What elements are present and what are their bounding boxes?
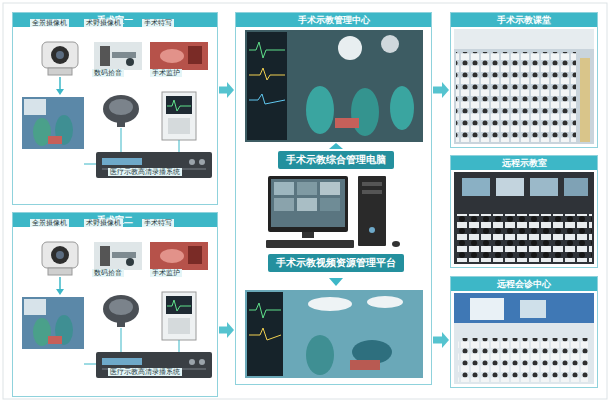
center-screens-part (306, 86, 334, 134)
panel-heading: 远程会诊中心 (451, 277, 597, 291)
device-caption: 数码拾音 (92, 69, 124, 77)
center-screens-part (249, 42, 285, 58)
device-caption: 数码拾音 (92, 269, 124, 277)
classroom-photos (454, 29, 594, 384)
device-caption: 手术特写 (142, 19, 174, 27)
classroom-photos-part (456, 214, 592, 262)
classroom-photos-part (454, 29, 594, 144)
device-caption: 手术特写 (142, 219, 174, 227)
classroom-photos-part (454, 172, 594, 264)
center-screens-part (247, 292, 283, 376)
center-screens-part (249, 328, 281, 340)
center-screens-part (338, 36, 362, 60)
center-screens-part (249, 303, 281, 318)
center-screens-part (329, 143, 343, 149)
center-screens-part (249, 68, 285, 80)
classroom-photos-part (454, 293, 594, 323)
box-label: 手术示教综合管理电脑 (286, 154, 386, 166)
center-screens-part (271, 179, 345, 227)
center-screens-part (350, 360, 380, 370)
center-screens-part (362, 182, 382, 186)
device-caption: 手术监护 (150, 69, 182, 77)
panel-heading: 手术示教管理中心 (236, 13, 431, 27)
classroom-photos-part (462, 178, 490, 196)
center-screens-part (320, 182, 340, 195)
center-screens-part (306, 335, 334, 375)
center-screens-part (268, 176, 348, 232)
classroom-photos-part (470, 298, 504, 320)
room-one-devices (22, 42, 212, 178)
classroom-photos-part (458, 338, 588, 382)
center-screens-part (335, 118, 359, 128)
center-screens-part (247, 32, 287, 140)
center-screens-part (297, 182, 317, 195)
center-screens-part (274, 198, 294, 211)
device-caption: 术野摄像机 (84, 219, 123, 227)
center-screens-part (362, 190, 382, 194)
center-screens (245, 30, 423, 378)
center-screens-part (369, 227, 375, 233)
classroom-photos-part (456, 52, 576, 142)
center-screens-part (266, 240, 354, 248)
device-caption: 术野摄像机 (84, 19, 123, 27)
device-caption: 医疗示教高清录播系统 (108, 368, 182, 376)
panel-heading: 手术示教课堂 (451, 13, 597, 27)
flow-arrow (219, 82, 234, 98)
device-caption: 手术监护 (150, 269, 182, 277)
device-caption: 全景摄像机 (30, 219, 69, 227)
classroom-photos-part (580, 58, 590, 142)
center-screens-part (367, 296, 403, 308)
center-screens-part (320, 198, 340, 211)
center-screens-part (381, 35, 399, 53)
flow-arrow (219, 322, 234, 338)
platform-box: 手术示教视频资源管理平台 (268, 254, 404, 272)
section-panel: 远程会诊中心 (450, 276, 598, 388)
center-screens-part (274, 182, 294, 195)
classroom-photos-part (564, 178, 588, 196)
section-panel: 手术示教课堂 (450, 12, 598, 148)
section-panel: 远程示教室 (450, 155, 598, 268)
center-screens-part (245, 290, 423, 378)
center-screens-part (245, 30, 423, 142)
section-panel: 手术室一 (12, 12, 218, 205)
room-two-devices (22, 242, 212, 378)
center-screens-part (308, 297, 352, 311)
platform-box: 手术示教综合管理电脑 (278, 151, 394, 169)
center-screens-part (329, 278, 343, 286)
box-label: 手术示教视频资源管理平台 (276, 257, 396, 269)
center-screens-part (297, 198, 317, 211)
center-screens-part (249, 94, 285, 104)
classroom-photos-part (496, 178, 524, 196)
classroom-photos-part (454, 29, 594, 49)
flow-arrow (433, 82, 449, 98)
section-panel: 手术示教管理中心手术示教综合管理电脑手术示教视频资源管理平台 (235, 12, 432, 385)
classroom-photos-part (520, 300, 546, 318)
device-caption: 全景摄像机 (30, 19, 69, 27)
classroom-photos-part (530, 178, 558, 196)
center-screens-part (302, 232, 314, 238)
center-screens-part (390, 86, 414, 130)
center-screens-part (392, 241, 400, 247)
center-screens-part (351, 88, 379, 136)
center-screens-part (358, 176, 386, 246)
page-frame (3, 3, 607, 399)
panel-heading: 远程示教室 (451, 156, 597, 170)
device-caption: 医疗示教高清录播系统 (108, 168, 182, 176)
flow-arrow (433, 332, 449, 348)
classroom-photos-part (454, 293, 594, 384)
